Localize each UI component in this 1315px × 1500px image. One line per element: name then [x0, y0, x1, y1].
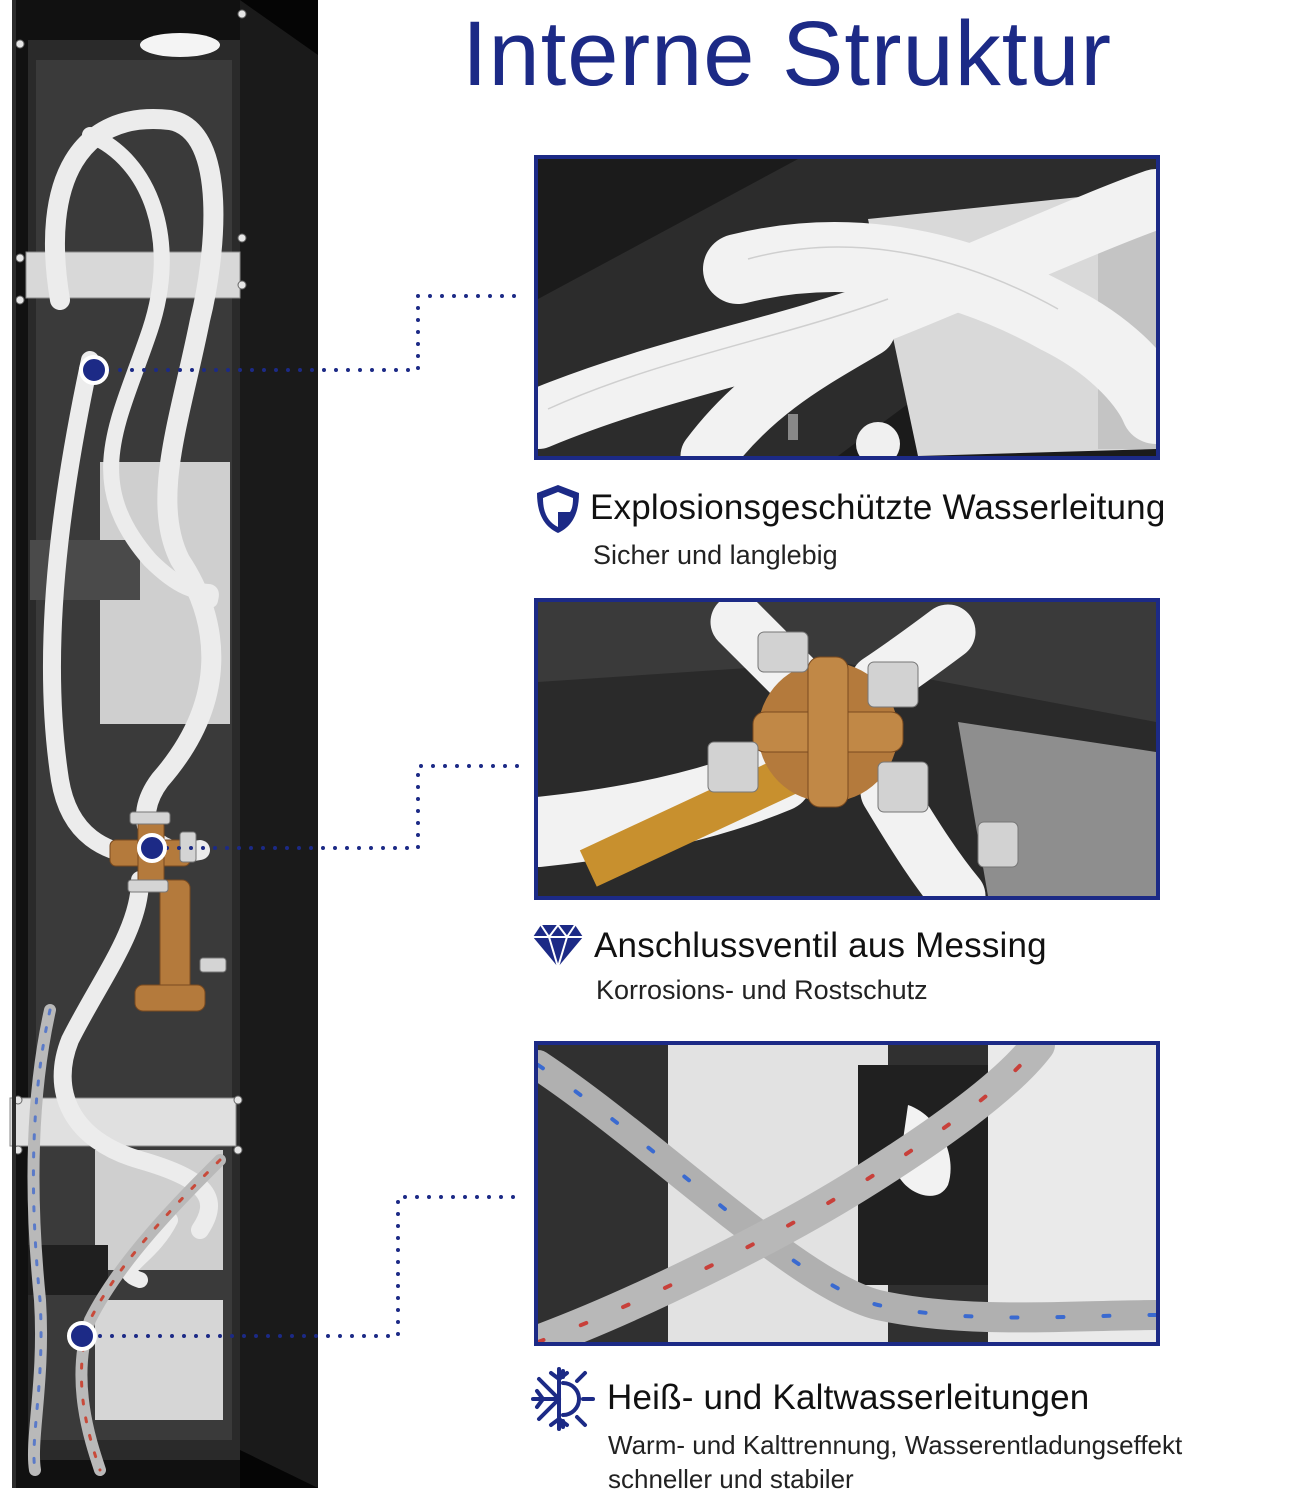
feature-subtitle-hoses-line2: schneller und stabiler: [608, 1464, 854, 1494]
detail-photo-hot-cold-hoses: [534, 1041, 1160, 1346]
feature-subtitle-valve: Korrosions- und Rostschutz: [596, 975, 928, 1005]
feature-subtitle-pipe: Sicher und langlebig: [593, 540, 838, 570]
detail-photo-hoses: [534, 155, 1160, 460]
feature-title-hoses: Heiß- und Kaltwasserleitungen: [607, 1378, 1090, 1417]
feature-title-valve: Anschlussventil aus Messing: [594, 926, 1047, 965]
feature-title-pipe: Explosionsgeschützte Wasserleitung: [590, 488, 1166, 527]
diamond-icon: [533, 923, 583, 969]
feature-subtitle-hoses-line1: Warm- und Kalttrennung, Wasserentladungs…: [608, 1430, 1183, 1460]
snowflake-sun-icon: [531, 1367, 595, 1431]
page-title: Interne Struktur: [462, 3, 1113, 105]
detail-photo-brass-valve: [534, 598, 1160, 900]
shower-panel-interior-image: [9, 0, 318, 1488]
shield-icon: [537, 485, 579, 533]
